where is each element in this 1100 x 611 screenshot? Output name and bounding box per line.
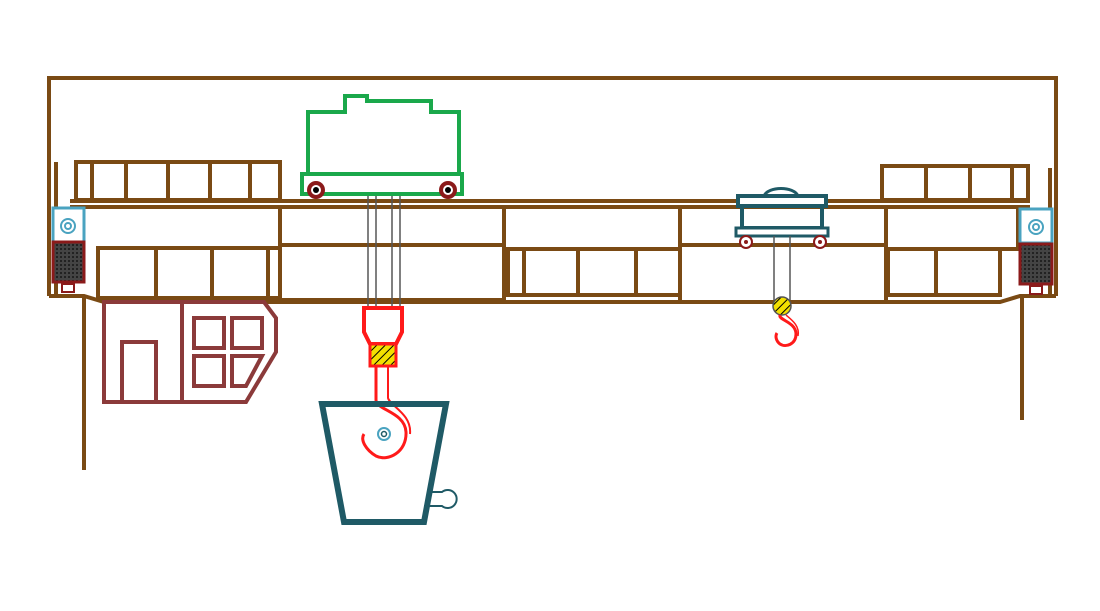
bridge-frame	[47, 76, 1058, 470]
aux-hoist-ropes	[773, 236, 791, 300]
auxiliary-trolley	[734, 187, 830, 249]
operator-cab	[102, 300, 278, 404]
end-carriage-left	[51, 206, 86, 293]
wheel-icon	[307, 181, 325, 199]
end-carriage-right	[1018, 207, 1054, 295]
ladle	[318, 401, 458, 525]
auxiliary-hook	[772, 296, 800, 348]
walkway-panels-upper-left	[74, 160, 282, 202]
main-hoist-ropes	[367, 196, 401, 308]
wheel-icon	[439, 181, 457, 199]
wheel-icon	[739, 235, 753, 249]
main-trolley	[300, 94, 464, 199]
girder-segments	[96, 205, 1020, 304]
walkway-panels-upper-right	[880, 164, 1030, 202]
main-hook	[361, 306, 412, 460]
wheel-icon	[813, 235, 827, 249]
